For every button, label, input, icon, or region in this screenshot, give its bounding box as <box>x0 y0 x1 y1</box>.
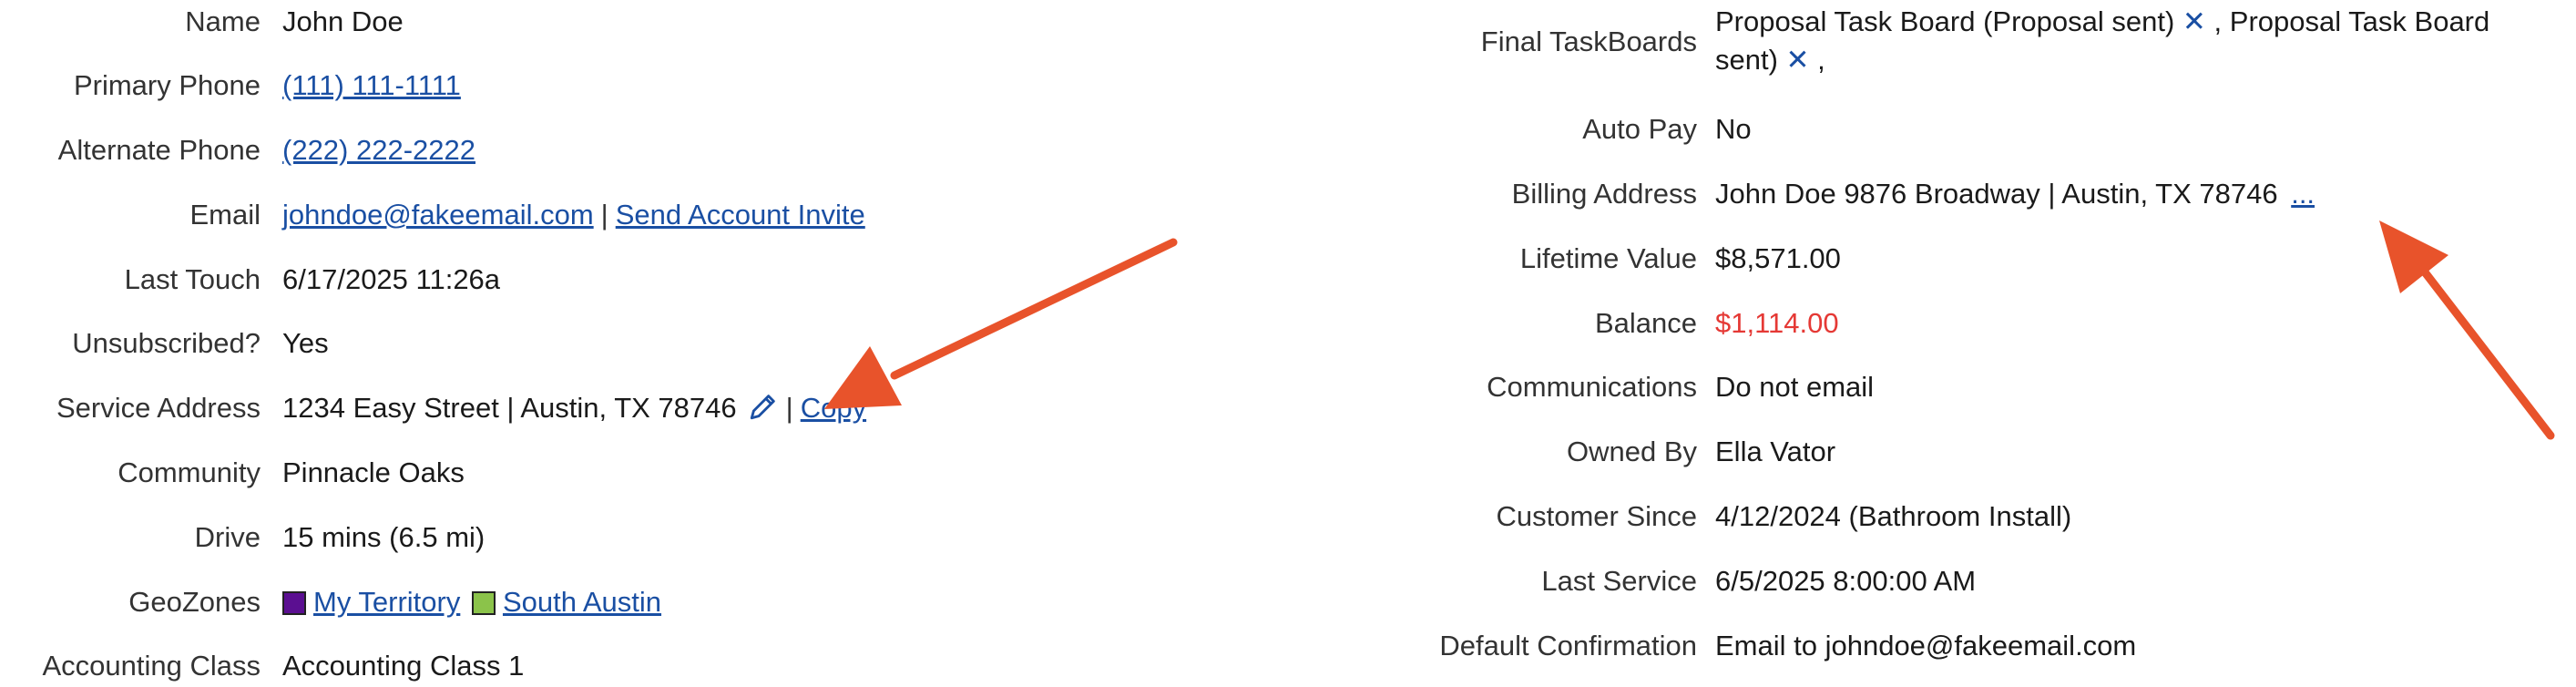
lifetime-value-value: $8,571.00 <box>1715 242 1841 274</box>
community-value: Pinnacle Oaks <box>282 456 465 488</box>
final-taskboards-label: Final TaskBoards <box>1480 26 1697 57</box>
communications-value: Do not email <box>1715 371 1875 403</box>
remove-taskboard-icon[interactable]: ✕ <box>2182 5 2206 37</box>
annotation-arrow-to-more-link <box>2379 220 2555 440</box>
customer-since-value: 4/12/2024 (Bathroom Install) <box>1715 500 2072 532</box>
name-value: John Doe <box>282 5 404 37</box>
unsubscribed-value: Yes <box>282 327 329 359</box>
auto-pay-row: Auto Pay No <box>1385 110 1752 149</box>
email-row: Email johndoe@fakeemail.com|Send Account… <box>0 196 865 234</box>
geozone-link-south-austin[interactable]: South Austin <box>502 586 662 618</box>
geozone-color-swatch <box>471 591 496 615</box>
last-service-value: 6/5/2025 8:00:00 AM <box>1715 565 1977 597</box>
billing-address-label: Billing Address <box>1511 178 1697 210</box>
primary-phone-label: Primary Phone <box>73 69 261 101</box>
accounting-class-row: Accounting Class Accounting Class 1 <box>0 647 524 685</box>
last-touch-label: Last Touch <box>124 263 261 295</box>
last-touch-value: 6/17/2025 11:26a <box>282 263 501 295</box>
unsubscribed-label: Unsubscribed? <box>72 327 261 359</box>
geozones-row: GeoZones My Territory South Austin <box>0 583 661 621</box>
lifetime-value-label: Lifetime Value <box>1519 242 1697 274</box>
email-link[interactable]: johndoe@fakeemail.com <box>282 199 594 231</box>
billing-address-value: John Doe 9876 Broadway | Austin, TX 7874… <box>1715 178 2278 210</box>
name-row: Name John Doe <box>0 3 404 41</box>
primary-phone-row: Primary Phone (111) 111-1111 <box>0 67 461 105</box>
balance-row: Balance $1,114.00 <box>1385 304 1839 343</box>
geozone-color-swatch <box>282 591 306 615</box>
billing-address-more-link[interactable]: ... <box>2291 178 2315 210</box>
community-label: Community <box>118 456 261 488</box>
lifetime-value-row: Lifetime Value $8,571.00 <box>1385 240 1841 278</box>
final-taskboards-row: Final TaskBoards Proposal Task Board (Pr… <box>1385 3 2576 79</box>
service-address-row: Service Address 1234 Easy Street | Austi… <box>0 389 866 432</box>
owned-by-label: Owned By <box>1566 436 1697 467</box>
taskboard-item: Proposal Task Board <box>2229 5 2490 37</box>
taskboard-item: Proposal Task Board (Proposal sent) <box>1715 5 2175 37</box>
drive-label: Drive <box>194 521 261 553</box>
community-row: Community Pinnacle Oaks <box>0 454 465 492</box>
primary-phone-link[interactable]: (111) 111-1111 <box>282 69 461 101</box>
last-service-row: Last Service 6/5/2025 8:00:00 AM <box>1385 562 1976 600</box>
default-confirmation-row: Default Confirmation Email to johndoe@fa… <box>1385 627 2136 665</box>
separator: | <box>600 199 608 231</box>
alternate-phone-label: Alternate Phone <box>57 134 261 166</box>
service-address-value: 1234 Easy Street | Austin, TX 78746 <box>282 392 737 424</box>
separator: | <box>785 392 793 424</box>
owned-by-value: Ella Vator <box>1715 436 1836 467</box>
owned-by-row: Owned By Ella Vator <box>1385 433 1835 471</box>
drive-row: Drive 15 mins (6.5 mi) <box>0 518 486 557</box>
balance-label: Balance <box>1594 307 1697 339</box>
email-label: Email <box>189 199 261 231</box>
default-confirmation-value: Email to johndoe@fakeemail.com <box>1715 630 2137 661</box>
auto-pay-value: No <box>1715 113 1752 145</box>
customer-since-label: Customer Since <box>1496 500 1697 532</box>
accounting-class-value: Accounting Class 1 <box>282 650 525 682</box>
copy-address-link[interactable]: Copy <box>800 392 867 424</box>
communications-row: Communications Do not email <box>1385 368 1874 406</box>
taskboard-item-continued: sent) <box>1715 44 1778 76</box>
drive-value: 15 mins (6.5 mi) <box>282 521 486 553</box>
annotation-arrow-to-edit-icon <box>824 238 1178 409</box>
geozones-label: GeoZones <box>128 586 261 618</box>
alternate-phone-row: Alternate Phone (222) 222-2222 <box>0 131 475 169</box>
last-touch-row: Last Touch 6/17/2025 11:26a <box>0 261 500 299</box>
final-taskboards-list: Proposal Task Board (Proposal sent) ✕ , … <box>1715 5 2490 76</box>
unsubscribed-row: Unsubscribed? Yes <box>0 324 329 363</box>
accounting-class-label: Accounting Class <box>42 650 261 682</box>
remove-taskboard-icon[interactable]: ✕ <box>1785 44 1810 76</box>
name-label: Name <box>185 5 261 37</box>
billing-address-row: Billing Address John Doe 9876 Broadway |… <box>1385 175 2315 213</box>
customer-since-row: Customer Since 4/12/2024 (Bathroom Insta… <box>1385 497 2071 536</box>
balance-value: $1,114.00 <box>1715 307 1839 339</box>
last-service-label: Last Service <box>1541 565 1697 597</box>
communications-label: Communications <box>1487 371 1697 403</box>
auto-pay-label: Auto Pay <box>1582 113 1697 145</box>
send-account-invite-link[interactable]: Send Account Invite <box>615 199 865 231</box>
service-address-label: Service Address <box>56 392 261 424</box>
alternate-phone-link[interactable]: (222) 222-2222 <box>282 134 475 166</box>
pencil-icon[interactable] <box>748 391 779 432</box>
default-confirmation-label: Default Confirmation <box>1439 630 1697 661</box>
geozone-link-my-territory[interactable]: My Territory <box>313 586 461 618</box>
